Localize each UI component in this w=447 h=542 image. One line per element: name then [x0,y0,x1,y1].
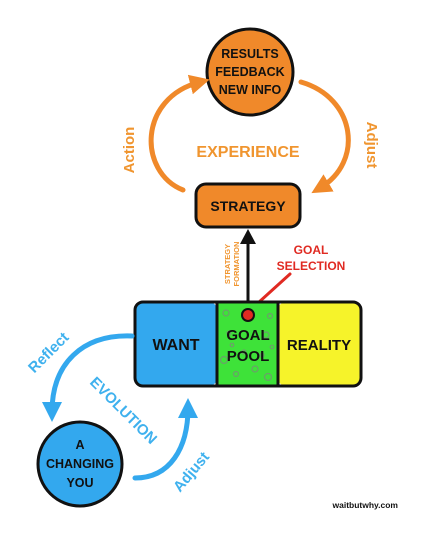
strategy-box: STRATEGY [194,182,302,229]
changing-you-line-2: CHANGING [46,457,114,471]
want-section [135,302,217,386]
goal-pool-line-1: GOAL [226,327,269,344]
changing-you-circle [36,420,124,508]
goal-selection-pointer [256,272,292,305]
want-goal-reality-bar: WANT GOAL POOL REALITY [133,300,363,388]
results-line-1: RESULTS [221,47,278,61]
action-arrow [148,74,210,193]
strategy-formation-arrowhead [240,229,256,244]
changing-you-node: A CHANGING YOU [36,420,124,508]
strategy-rect [194,182,302,229]
bar-outline [133,300,363,388]
experience-label: EXPERIENCE [196,144,299,161]
reality-section [278,302,361,386]
results-circle [205,27,295,117]
goal-pool-bubbles [219,309,275,382]
changing-you-line-1: A [75,438,84,452]
goal-pool-line-2: POOL [227,348,270,365]
results-line-2: FEEDBACK [215,65,284,79]
want-label: WANT [152,337,199,354]
strategy-label: STRATEGY [210,198,286,214]
adjust-top-arrow [298,79,351,194]
results-line-3: NEW INFO [219,83,282,97]
adjust-bottom-arrow [132,398,198,481]
credit-label: waitbutwhy.com [332,500,399,510]
adjust-top-label: Adjust [363,122,380,169]
reality-label: REALITY [287,337,351,354]
results-node: RESULTS FEEDBACK NEW INFO [205,27,295,117]
strategy-formation-line-1: STRATEGY [223,244,232,284]
changing-you-line-3: YOU [66,476,93,490]
strategy-formation-line-2: FORMATION [232,242,241,287]
goal-selection-dot [241,308,255,322]
action-label: Action [121,127,138,174]
goal-selection-line-2: SELECTION [277,259,346,273]
reflect-arrow [42,333,135,422]
reflect-label: Reflect [25,329,72,376]
goal-selection-line-1: GOAL [294,243,329,257]
